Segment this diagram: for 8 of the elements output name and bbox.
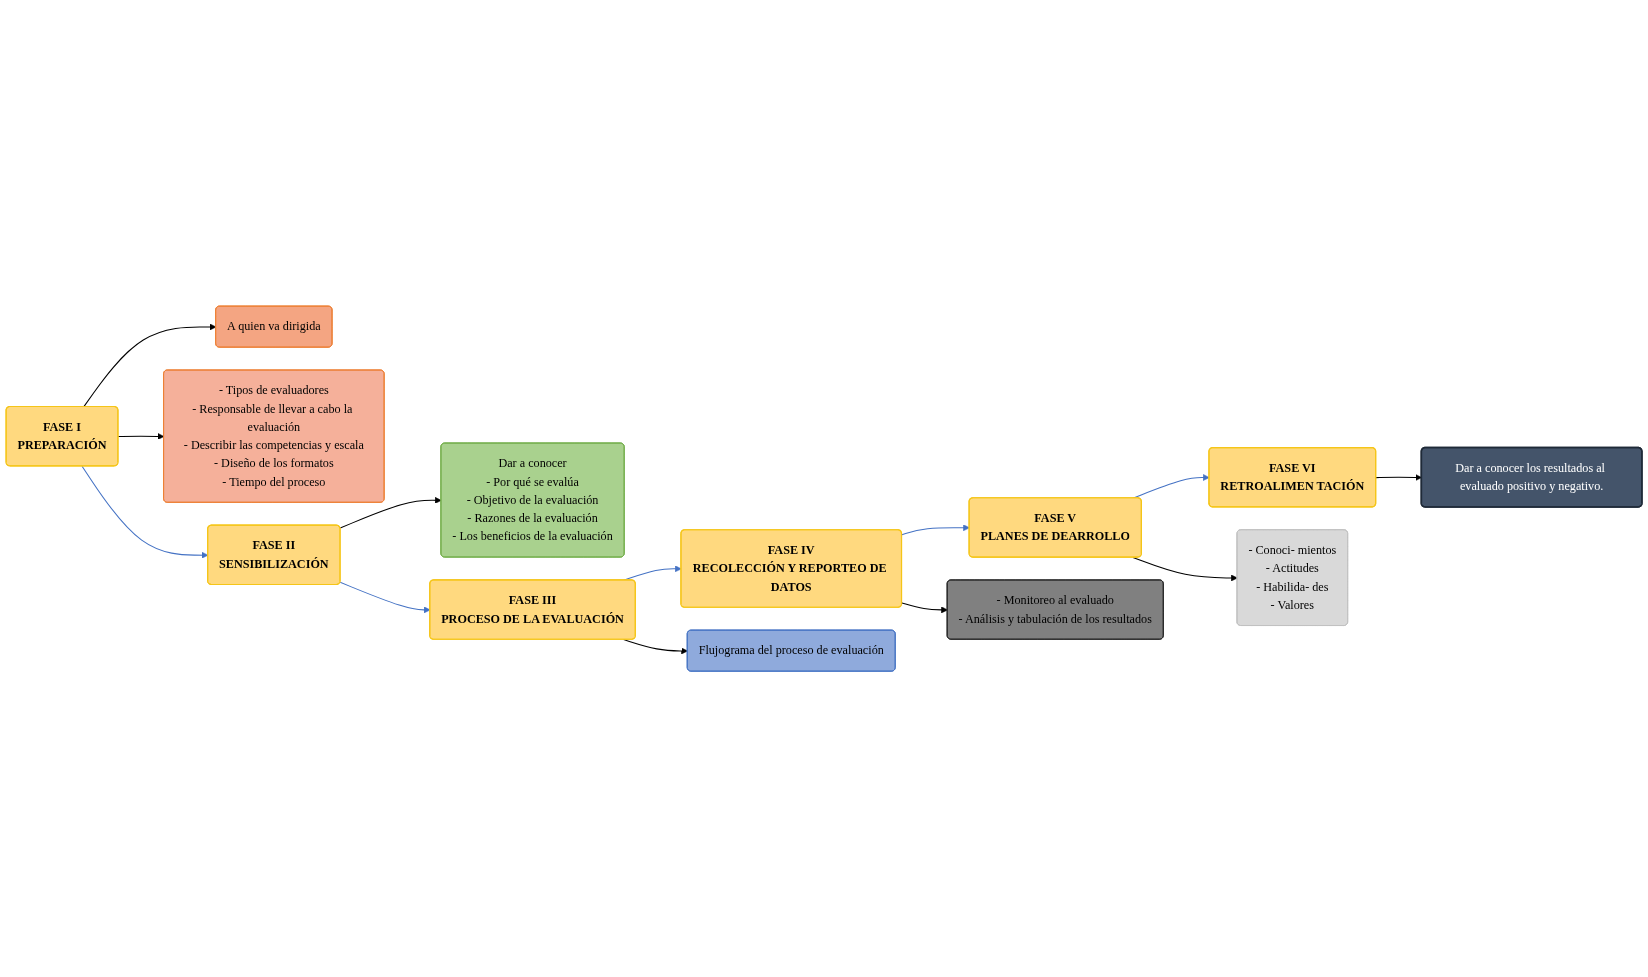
arrow [339, 496, 442, 529]
arrow [83, 323, 217, 408]
arrow [117, 432, 165, 440]
arrow [1375, 474, 1422, 481]
arrow [623, 638, 688, 655]
arrow [901, 524, 970, 536]
arrow [901, 602, 948, 614]
arrow [1132, 556, 1238, 582]
